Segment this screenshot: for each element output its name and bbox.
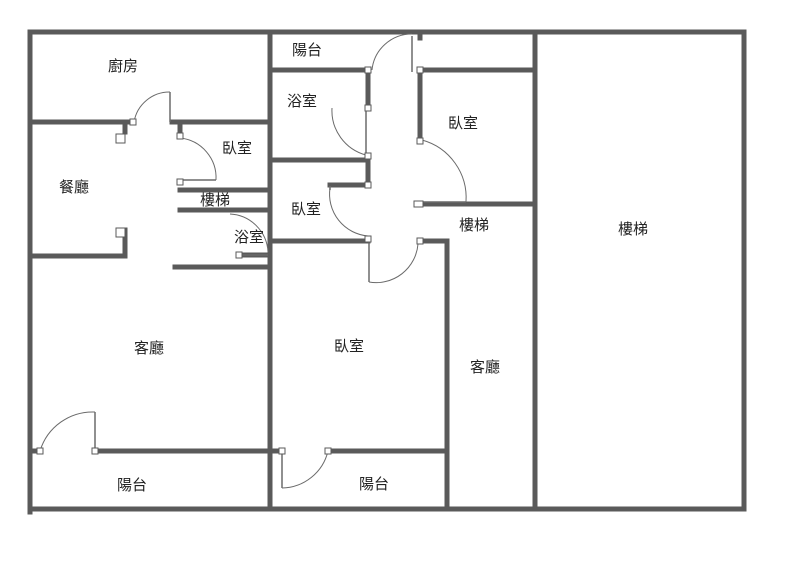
- door-bath-upper-arc: [331, 107, 367, 156]
- room-labels: 廚房 陽台 浴室 臥室 臥室 餐廳 樓梯 臥室 樓梯 樓梯 浴室 客廳 臥室 客…: [59, 41, 648, 494]
- jamb: [324, 447, 332, 455]
- door-right-bed-arc: [421, 139, 467, 203]
- door-kitchen-arc: [133, 91, 171, 123]
- label-stairs-center: 樓梯: [459, 216, 489, 234]
- jamb: [364, 181, 372, 189]
- door-balcony-top-arc: [371, 33, 413, 71]
- door-small-bed-arc: [179, 137, 217, 181]
- jamb: [115, 227, 126, 238]
- label-dining: 餐廳: [59, 178, 89, 196]
- label-balcony-center: 陽台: [359, 475, 389, 493]
- walls: [27, 29, 747, 515]
- jamb: [364, 104, 372, 112]
- label-stairs-right: 樓梯: [618, 220, 648, 238]
- jamb: [36, 447, 44, 455]
- jamb: [416, 237, 424, 245]
- label-bath-upper: 浴室: [287, 92, 317, 110]
- jamb: [115, 133, 126, 144]
- jamb: [364, 152, 372, 160]
- jamb: [364, 66, 372, 74]
- label-bedroom-center-upper: 臥室: [291, 200, 321, 218]
- label-balcony-top: 陽台: [292, 41, 322, 59]
- label-bedroom-right-upper: 臥室: [448, 114, 478, 132]
- jamb: [129, 118, 137, 126]
- door-jambs: [36, 66, 424, 455]
- jamb: [235, 251, 243, 259]
- door-balcony-center-arc: [281, 450, 329, 489]
- label-living-right: 客廳: [470, 358, 500, 376]
- label-stairs-small: 樓梯: [200, 191, 230, 209]
- jamb: [364, 235, 372, 243]
- door-small-bath-arc: [229, 213, 269, 253]
- jamb: [278, 447, 286, 455]
- jamb: [176, 178, 184, 186]
- jamb: [176, 132, 184, 140]
- label-bedroom-small: 臥室: [222, 139, 252, 157]
- jamb: [416, 66, 424, 74]
- jamb: [416, 137, 424, 145]
- label-bedroom-large: 臥室: [334, 337, 364, 355]
- jamb: [91, 447, 99, 455]
- doors: [39, 33, 467, 489]
- label-balcony-left: 陽台: [117, 476, 147, 494]
- label-bath-small: 浴室: [234, 228, 264, 246]
- door-balcony-left-arc: [39, 411, 96, 452]
- label-living-left: 客廳: [134, 339, 164, 357]
- label-kitchen: 廚房: [108, 57, 138, 75]
- jamb: [413, 200, 424, 208]
- door-large-bed-arc: [368, 243, 419, 284]
- door-center-bed-arc: [329, 187, 369, 237]
